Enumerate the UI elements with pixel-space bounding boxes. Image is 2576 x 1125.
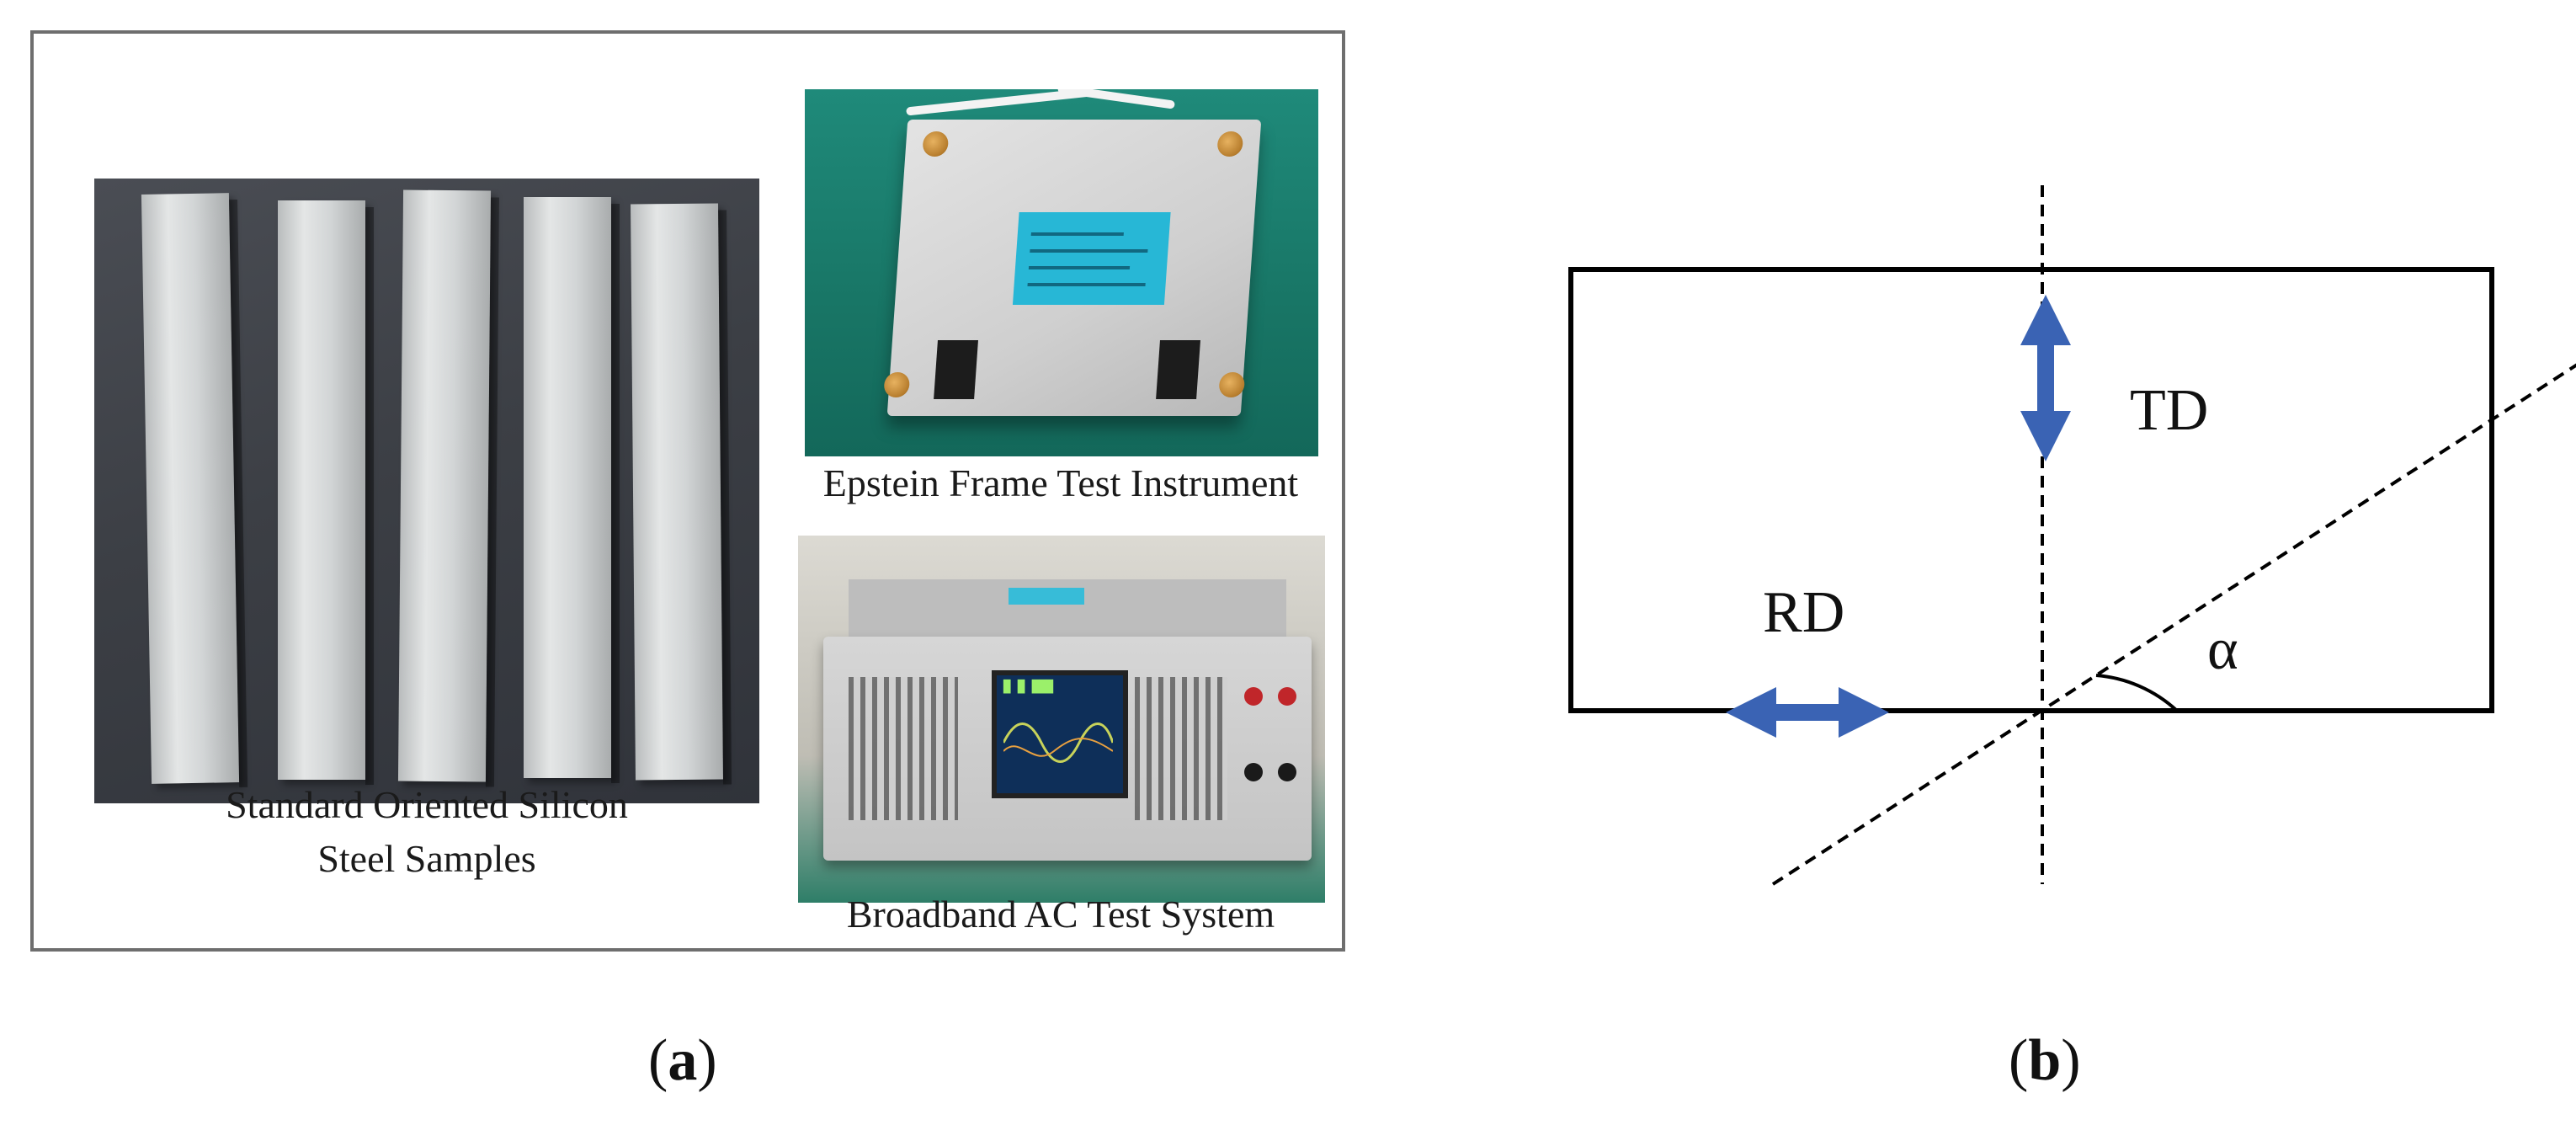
orientation-diagram-svg — [1568, 185, 2576, 886]
caption-samples-line1: Standard Oriented Silicon — [226, 783, 628, 826]
sublabel-b: (b) — [2009, 1026, 2081, 1096]
cable — [1056, 89, 1176, 109]
jack — [1278, 763, 1296, 781]
jack — [1244, 763, 1263, 781]
steel-samples-photo — [94, 179, 759, 803]
jack — [1244, 687, 1263, 706]
ac-tag — [1009, 588, 1084, 605]
epstein-frame-photo — [805, 89, 1318, 456]
sublabel-a: (a) — [648, 1026, 717, 1096]
clip — [934, 340, 978, 399]
angle-arc — [2095, 674, 2179, 712]
foot — [883, 372, 911, 397]
paren-open: ( — [2009, 1028, 2029, 1093]
caption-samples-line2: Steel Samples — [317, 837, 536, 880]
steel-strip — [141, 193, 240, 784]
paren-close: ) — [697, 1028, 717, 1093]
steel-strip — [278, 200, 374, 785]
svg — [1003, 722, 1113, 763]
caption-ac: Broadband AC Test System — [846, 893, 1275, 936]
panel-a-frame: Standard Oriented Silicon Steel Samples … — [30, 30, 1345, 952]
paren-close: ) — [2061, 1028, 2081, 1093]
rd-label: RD — [1763, 580, 1845, 645]
instrument-label-plate — [1012, 212, 1171, 305]
td-label: TD — [2130, 378, 2209, 443]
epstein-tray — [883, 120, 1262, 416]
ac-display-screen: █ █ ███ — [992, 670, 1128, 798]
foot — [922, 131, 950, 157]
jack — [1278, 687, 1296, 706]
sample-rectangle — [1568, 267, 2494, 713]
steel-strip — [631, 203, 723, 781]
diagonal-dashed-line — [1771, 363, 2576, 886]
sublabel-letter: a — [668, 1028, 698, 1093]
angle-alpha-label: α — [2207, 617, 2238, 682]
orientation-diagram: TD RD α — [1515, 168, 2576, 930]
ac-test-unit: █ █ ███ — [823, 637, 1312, 861]
clip — [1156, 340, 1200, 399]
foot — [1216, 131, 1244, 157]
caption-epstein: Epstein Frame Test Instrument — [822, 461, 1299, 504]
paren-open: ( — [648, 1028, 668, 1093]
ac-grille — [1135, 677, 1227, 820]
sublabel-letter: b — [2028, 1028, 2062, 1093]
steel-strip — [524, 197, 620, 783]
ac-grille — [849, 677, 958, 820]
b: █ █ ███ — [1003, 680, 1054, 694]
foot — [1218, 372, 1246, 397]
steel-strip — [397, 189, 492, 782]
ac-test-system-photo: █ █ ███ — [798, 536, 1325, 903]
caption-samples: Standard Oriented Silicon Steel Samples — [94, 778, 759, 886]
